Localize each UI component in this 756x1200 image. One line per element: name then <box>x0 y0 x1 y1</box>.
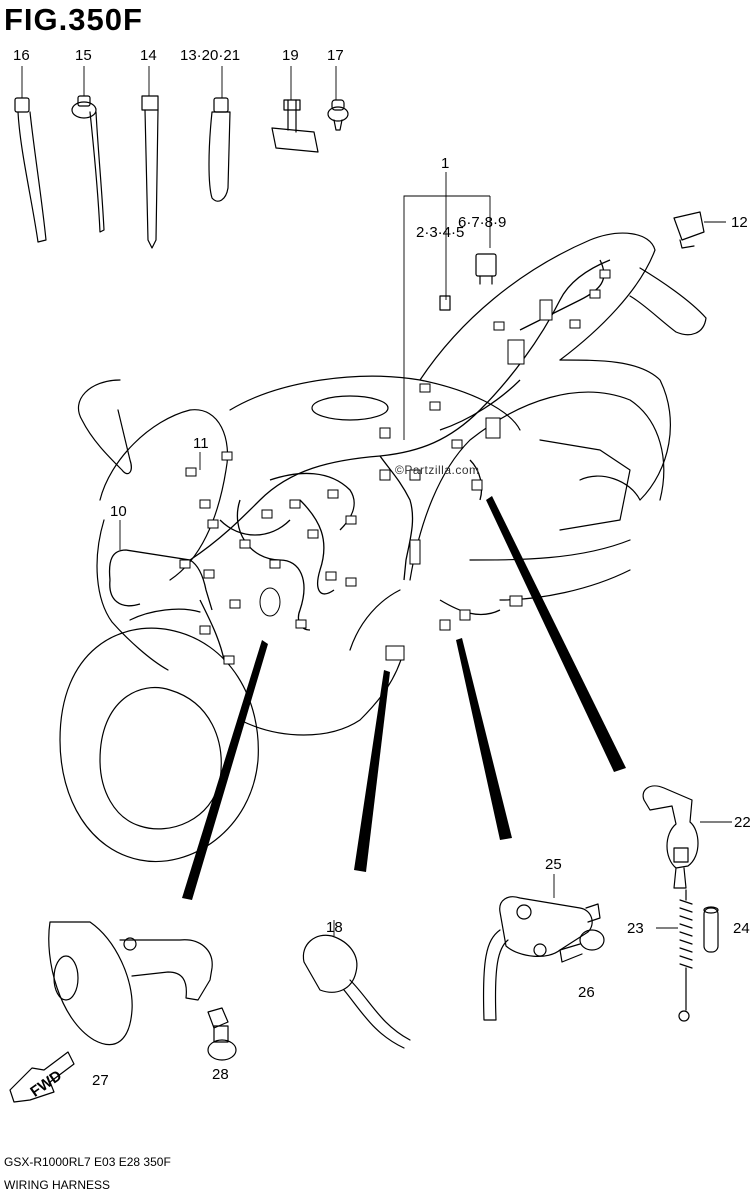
motorcycle-body-outline <box>59 232 707 862</box>
callout-25: 25 <box>545 856 562 873</box>
bolt-28-part[interactable] <box>207 1007 237 1061</box>
connector-12-part[interactable] <box>673 211 705 249</box>
callout-24: 24 <box>733 920 750 937</box>
model-code: GSX-R1000RL7 E03 E28 350F <box>4 1155 171 1169</box>
callout-15: 15 <box>75 47 92 64</box>
diagram-caption: WIRING HARNESS <box>4 1178 111 1192</box>
bracket-19-part[interactable] <box>271 99 319 153</box>
watermark: ©Partzilla.com <box>395 463 480 477</box>
main-wiring-harness[interactable] <box>108 259 611 665</box>
fuse-2-5-part[interactable] <box>439 295 451 311</box>
callout-12: 12 <box>731 214 748 231</box>
fwd-label: FWD <box>27 1067 65 1101</box>
spring-23-part[interactable] <box>678 889 693 1022</box>
callout-22: 22 <box>734 814 751 831</box>
sensor-18-part[interactable] <box>302 934 411 1049</box>
pointer-wedge-sensor-25 <box>456 638 512 840</box>
horn-27-part[interactable] <box>48 921 213 1046</box>
callout-28: 28 <box>212 1066 229 1083</box>
clamp-bolt-15-part[interactable] <box>71 95 105 233</box>
callout-6-7-8-9: 6·7·8·9 <box>458 214 507 231</box>
callout-14: 14 <box>140 47 157 64</box>
harness-band-13-part[interactable] <box>208 97 231 202</box>
fwd-arrow-marker: FWD <box>9 1051 75 1103</box>
cable-tie-14-part[interactable] <box>141 95 159 249</box>
cable-tie-16-part[interactable] <box>14 97 47 243</box>
callout-16: 16 <box>13 47 30 64</box>
pointer-wedge-switch-22 <box>486 496 626 772</box>
callout-1: 1 <box>441 155 450 172</box>
figure-title: FIG.350F <box>4 2 143 37</box>
callout-17: 17 <box>327 47 344 64</box>
switch-22-part[interactable] <box>642 785 699 889</box>
relay-6-9-part[interactable] <box>475 253 497 285</box>
callout-18: 18 <box>326 919 343 936</box>
sensor-25-part[interactable] <box>482 896 601 1021</box>
pointer-wedge-horn <box>182 640 268 900</box>
callout-11: 11 <box>193 435 209 452</box>
pin-24-part[interactable] <box>703 906 719 953</box>
callout-13-20-21: 13·20·21 <box>180 47 241 64</box>
callout-10: 10 <box>110 503 127 520</box>
callout-27: 27 <box>92 1072 109 1089</box>
callout-2-3-4-5: 2·3·4·5 <box>416 224 465 241</box>
callout-26: 26 <box>578 984 595 1001</box>
clip-17-part[interactable] <box>327 99 349 131</box>
callout-19: 19 <box>282 47 299 64</box>
bolt-26-part[interactable] <box>559 929 605 963</box>
callout-23: 23 <box>627 920 644 937</box>
pointer-wedge-sensor-18 <box>354 670 390 872</box>
